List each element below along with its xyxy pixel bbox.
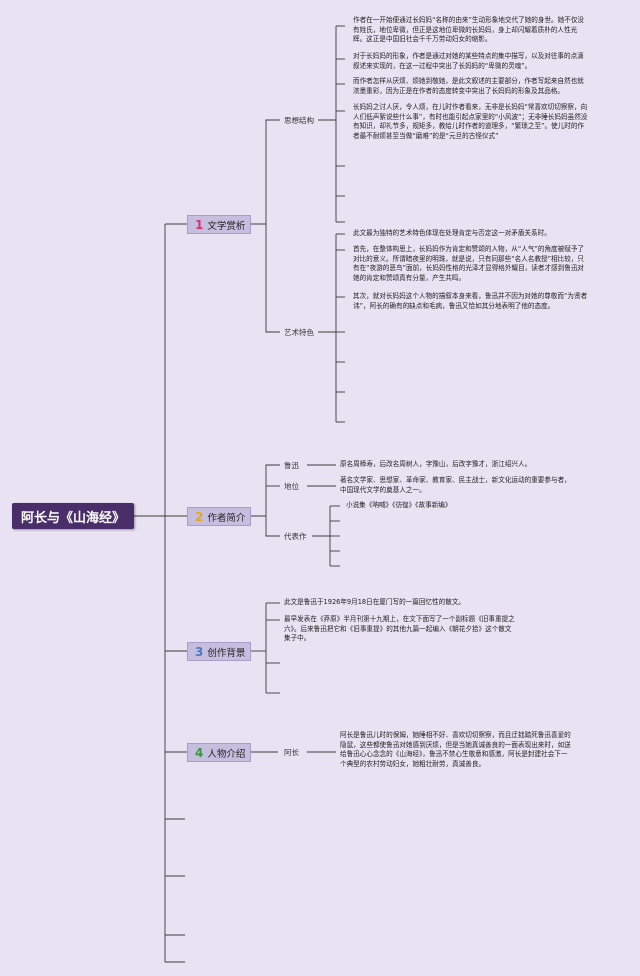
- note-text: 此文是鲁迅于1926年9月18日在厦门写的一篇回忆性的散文。: [284, 598, 466, 606]
- category-label: 创作背景: [207, 647, 246, 659]
- connector-cat1: [251, 119, 280, 225]
- root-title: 阿长与《山海经》: [20, 510, 125, 526]
- category-number: 3: [195, 644, 204, 659]
- subtopic-a-chang[interactable]: 阿长: [284, 748, 299, 757]
- root-topic[interactable]: 阿长与《山海经》: [12, 503, 134, 529]
- note-text: 作者在一开始便通过长妈妈“名称的由来”生动形象地交代了她的身世。她不仅没 有姓氏…: [353, 16, 585, 44]
- note-text: 原名周樟寿，后改名周树人，字豫山，后改字豫才，浙江绍兴人。: [340, 460, 532, 468]
- note-text: 最早发表在《莽原》半月刊第十九期上，在文下面写了一个副标题《旧事重提之 六》。后…: [284, 615, 515, 643]
- category-number: 2: [195, 509, 204, 524]
- category-number: 1: [195, 217, 204, 232]
- category-number: 4: [195, 745, 204, 760]
- category-author-intro[interactable]: 2 作者简介: [187, 507, 251, 526]
- subtopic-representative-works[interactable]: 代表作: [284, 532, 307, 541]
- category-label: 人物介绍: [207, 748, 246, 760]
- category-writing-background[interactable]: 3 创作背景: [187, 642, 251, 661]
- subtopic-status[interactable]: 地位: [284, 482, 299, 491]
- note-text: 小说集《呐喊》《彷徨》《故事新编》: [346, 501, 452, 509]
- subtopic-luxun[interactable]: 鲁迅: [284, 461, 299, 470]
- connector-cat2: [251, 464, 280, 517]
- note-text: 阿长是鲁迅儿时的保姆，她睡相不好、喜欢切切察察，而且迂拙踏死鲁迅喜爱的 隐鼠，这…: [340, 731, 571, 768]
- note-text: 其次，就对长妈妈这个人物的描叙本身来看，鲁迅并不因为对她的尊敬而“为贤者 讳”，…: [353, 292, 588, 310]
- note-text: 首先，在整体构思上，长妈妈作为肯定和赞颂的人物，从“人气”的角度被赋予了 对比的…: [353, 245, 585, 282]
- category-label: 文学赏析: [207, 220, 246, 232]
- note-text: 对于长妈妈的形象，作者是通过对她的某些特点的集中描写，以及对往事的点滴 叙述来实…: [353, 52, 584, 70]
- note-text: 而作者怎样从厌烦、烦她到敬她，是此文叙述的主要部分，作者写起来自然也就 浓墨重彩…: [353, 77, 584, 95]
- note-text: 著名文学家、思想家、革命家、教育家、民主战士，新文化运动的重要参与者， 中国现代…: [340, 476, 571, 494]
- category-character-intro[interactable]: 4 人物介绍: [187, 743, 251, 762]
- note-text: 长妈妈之讨人厌，令人烦，在儿时作者看来，无非是长妈妈“常喜欢切切察察，向 人们低…: [353, 103, 588, 140]
- note-text: 此文最为独特的艺术特色体现在处理肯定与否定这一对矛盾关系时。: [353, 229, 551, 237]
- subtopic-artistic-features[interactable]: 艺术特色: [284, 328, 314, 337]
- subtopic-thought-structure[interactable]: 思想结构: [284, 116, 314, 125]
- category-literary-appreciation[interactable]: 1 文学赏析: [187, 215, 251, 234]
- category-label: 作者简介: [207, 512, 246, 524]
